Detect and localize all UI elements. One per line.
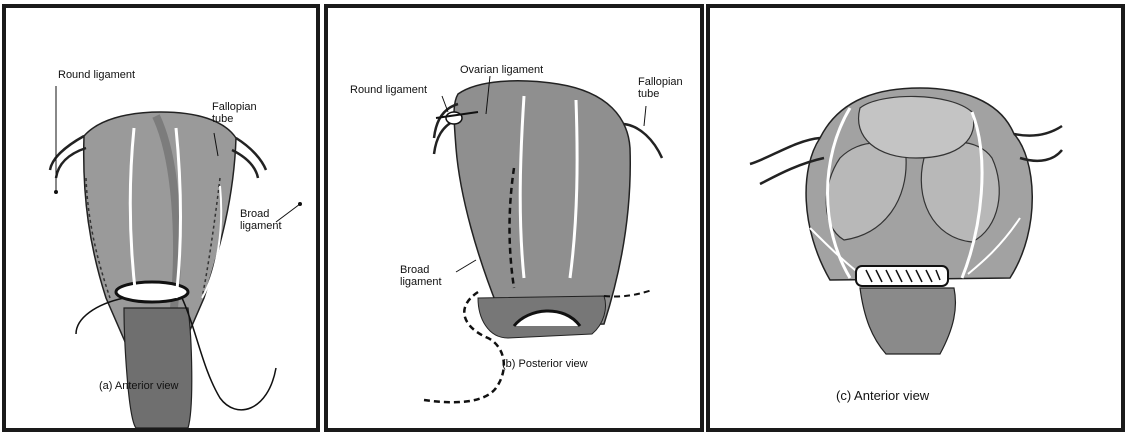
cervix [860, 288, 955, 354]
fallopian-tube-leader [644, 106, 646, 126]
caption-b: (b) Posterior view [502, 358, 588, 370]
caption-c: (c) Anterior view [836, 388, 929, 403]
label-round-ligament: Round ligament [58, 69, 135, 81]
uterus-body [454, 81, 630, 326]
cervix [124, 308, 192, 428]
round-ligament-leader [442, 96, 448, 112]
caption-a: (a) Anterior view [99, 380, 178, 392]
broad-ligament-pointer [298, 202, 302, 206]
panel-b-posterior-view: Round ligament Ovarian ligament Fallopia… [324, 4, 704, 432]
panel-c-illustration [710, 8, 1121, 428]
label-round-ligament: Round ligament [350, 84, 427, 96]
round-ligament-pointer [54, 190, 58, 194]
right-fallopian-tube [232, 138, 266, 178]
left-fallopian-tube [50, 136, 86, 178]
panel-c-anterior-view: (c) Anterior view [706, 4, 1125, 432]
label-ovarian-ligament: Ovarian ligament [460, 64, 543, 76]
